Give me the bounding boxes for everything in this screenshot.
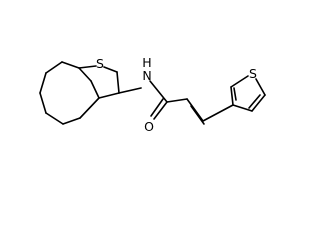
bond-alkene-double-1 <box>186 98 204 122</box>
bond-carbonyl-c-o-2 <box>150 98 164 117</box>
bond-alkene-double-2 <box>190 105 205 125</box>
bond-thiophene-left-5 <box>98 92 120 99</box>
bond-ring7-4 <box>39 92 47 114</box>
atom-s-ring-left: S <box>96 56 104 71</box>
bond-thiophene-right-1 <box>230 86 234 106</box>
bond-thiophene-left-8 <box>90 80 100 99</box>
bond-thiophene-left-4 <box>116 71 120 94</box>
bond-ring-to-n <box>118 87 142 94</box>
bond-ring7-6 <box>62 117 81 125</box>
bond-ring7-5 <box>45 112 64 125</box>
bond-thiophene-left-7 <box>79 97 100 119</box>
atom-o: O <box>144 119 154 134</box>
bond-thiophene-left-3 <box>103 66 118 73</box>
bond-n-to-carbonyl-c <box>149 80 168 103</box>
bond-carbonyl-c-o-1 <box>153 101 168 120</box>
atom-n: N <box>142 68 151 83</box>
atom-s-thiophene-right: S <box>249 66 257 81</box>
bond-ring7-1 <box>61 61 80 69</box>
bonds <box>39 61 266 125</box>
atom-labels: S N H O S <box>96 55 257 134</box>
bond-thiophene-right-2 <box>230 75 249 88</box>
bond-thiophene-left-1 <box>78 67 92 82</box>
bond-thiophene-right-4 <box>251 94 266 112</box>
bond-thiophene-right-3 <box>255 78 266 96</box>
bond-carbonyl-to-alkene <box>166 98 188 103</box>
bond-thiophene-right-7 <box>248 94 261 109</box>
bond-thiophene-right-6 <box>233 87 237 101</box>
bond-thiophene-left-2 <box>78 65 97 69</box>
structure-diagram: S N H O S <box>39 55 266 134</box>
bond-ring7-3 <box>39 72 47 94</box>
bond-thiophene-right-5 <box>232 104 253 112</box>
bond-alkene-to-thiophene <box>202 104 234 122</box>
bond-ring7-2 <box>45 61 63 74</box>
molecule-drawing: S N H O S <box>39 55 266 134</box>
atom-h: H <box>142 55 151 70</box>
